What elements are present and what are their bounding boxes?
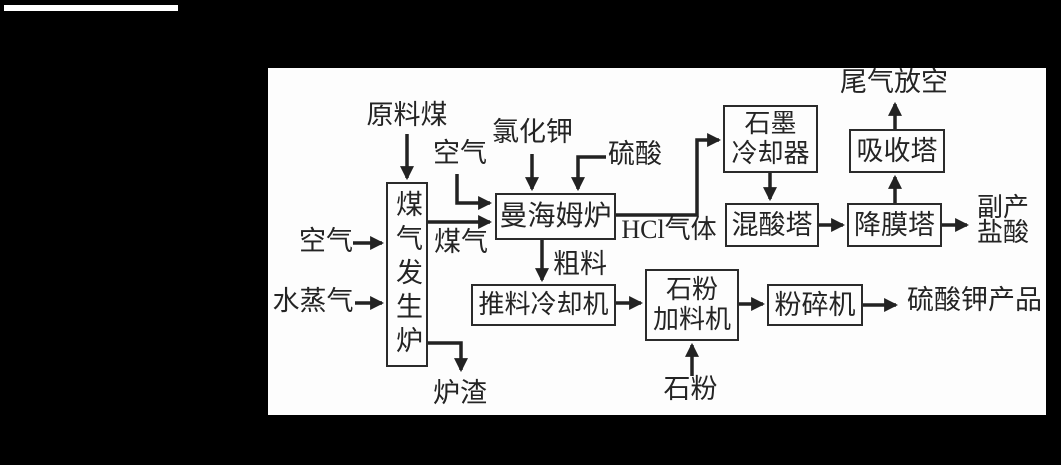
node-absorption-tower: 吸收塔 bbox=[849, 129, 945, 173]
arrow-hcl-to-graphite-cooler bbox=[614, 133, 722, 217]
label-stone-powder: 石粉 bbox=[663, 374, 718, 404]
node-falling-film-tower: 降膜塔 bbox=[847, 203, 942, 247]
node-crusher: 粉碎机 bbox=[767, 284, 863, 326]
top-white-bar bbox=[4, 5, 178, 11]
label-coal-gas: 煤气 bbox=[434, 227, 488, 257]
node-coal-gas-generator: 煤气发生炉 bbox=[386, 182, 428, 367]
label-byproduct-hcl: 副产 盐酸 bbox=[976, 193, 1029, 247]
node-stone-powder-feeder: 石粉 加料机 bbox=[645, 269, 739, 341]
label-sulfuric-acid: 硫酸 bbox=[608, 139, 662, 169]
arrow-air-to-mannheim bbox=[455, 174, 493, 210]
label-coarse-material: 粗料 bbox=[553, 249, 607, 279]
label-air-top: 空气 bbox=[433, 138, 487, 168]
arrow-slag-out bbox=[428, 341, 468, 373]
arrow-sulfuric-acid-to-mannheim bbox=[571, 155, 606, 192]
node-graphite-cooler: 石墨 冷却器 bbox=[723, 105, 818, 173]
label-air-left: 空气 bbox=[299, 226, 353, 256]
node-pusher-cooler: 推料冷却机 bbox=[471, 284, 616, 326]
node-mannheim-furnace: 曼海姆炉 bbox=[495, 193, 616, 240]
label-hcl-gas: HCl气体 bbox=[621, 215, 717, 244]
node-mixed-acid-tower: 混酸塔 bbox=[725, 203, 819, 247]
label-potassium-sulfate-product: 硫酸钾产品 bbox=[907, 285, 1042, 315]
label-potassium-chloride: 氯化钾 bbox=[492, 117, 573, 147]
label-slag: 炉渣 bbox=[433, 378, 487, 408]
label-steam: 水蒸气 bbox=[272, 286, 354, 316]
label-raw-coal: 原料煤 bbox=[366, 100, 448, 130]
label-tail-gas-vent: 尾气放空 bbox=[840, 67, 948, 97]
